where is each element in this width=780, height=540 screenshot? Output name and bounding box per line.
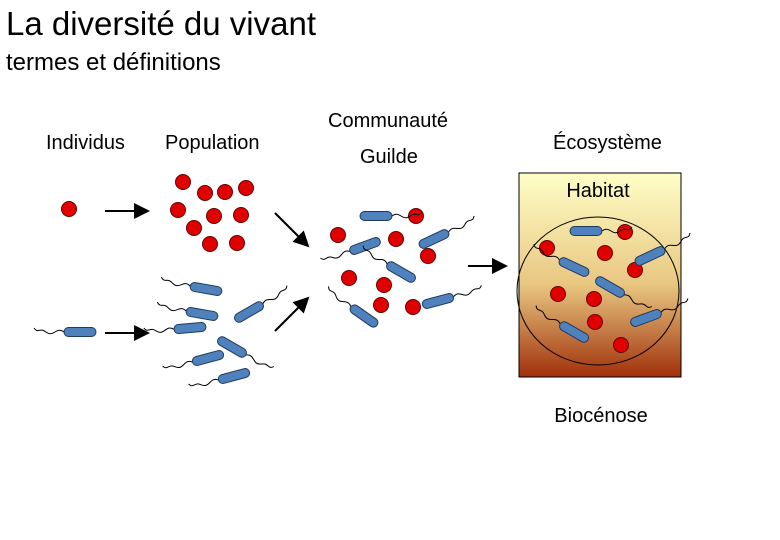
population-bacterium	[160, 276, 223, 296]
population-bacterium	[143, 321, 207, 335]
population-bacterium	[217, 336, 275, 368]
ecosystem-bacterium	[533, 243, 590, 277]
individual-red-cell	[61, 201, 77, 217]
population-red-cell	[202, 236, 218, 252]
individual-bacterium	[33, 327, 97, 337]
population-red-cell	[206, 208, 222, 224]
population-bacterium	[234, 285, 288, 323]
label-population: Population	[165, 132, 260, 154]
population-red-cell	[186, 220, 202, 236]
population-red-cell	[233, 207, 249, 223]
population-red-cell	[217, 184, 233, 200]
arrow-population-communaute-blue	[274, 296, 310, 332]
ecosystem-bacterium	[630, 298, 689, 327]
ecosystem-red-cell	[597, 245, 613, 261]
label-communaute: Communauté	[328, 110, 449, 132]
slide-title: La diversité du vivant	[6, 5, 317, 42]
ecosystem-bacterium	[634, 232, 691, 266]
population-red-cell	[238, 180, 254, 196]
population-bacterium	[156, 301, 219, 321]
community-bacterium	[362, 245, 416, 283]
population-red-cell	[175, 174, 191, 190]
ecosystem-red-cell	[550, 286, 566, 302]
ecosystem-bacterium	[595, 276, 653, 308]
community-bacterium	[320, 237, 381, 260]
population-red-cell	[170, 202, 186, 218]
community-red-cell	[376, 277, 392, 293]
community-red-cell	[408, 208, 424, 224]
community-bacterium	[328, 286, 379, 328]
habitat-box	[518, 172, 682, 378]
ecosystem-bacterium	[569, 226, 633, 236]
population-bacterium	[162, 350, 225, 369]
community-red-cell	[373, 297, 389, 313]
population-red-cell	[229, 235, 245, 251]
community-red-cell	[405, 299, 421, 315]
ecosystem-bacterium	[535, 305, 589, 343]
population-red-cell	[197, 185, 213, 201]
label-ecosysteme: Écosystème	[553, 132, 662, 154]
community-red-cell	[420, 248, 436, 264]
ecosystem-red-cell	[617, 224, 633, 240]
community-red-cell	[341, 270, 357, 286]
ecosystem-red-cell	[587, 314, 603, 330]
biocenose-ellipse	[516, 216, 680, 366]
label-individus: Individus	[46, 132, 125, 154]
ecosystem-red-cell	[586, 291, 602, 307]
ecosystem-red-cell	[613, 337, 629, 353]
community-bacterium	[359, 211, 423, 221]
community-red-cell	[388, 231, 404, 247]
community-red-cell	[330, 227, 346, 243]
label-habitat: Habitat	[566, 180, 630, 202]
label-biocenose: Biocénose	[554, 405, 647, 427]
label-guilde: Guilde	[360, 146, 418, 168]
community-bacterium	[421, 285, 482, 309]
slide-subtitle: termes et définitions	[6, 49, 221, 76]
population-bacterium	[188, 368, 251, 387]
community-bacterium	[418, 215, 475, 249]
arrow-population-communaute-red	[274, 212, 310, 248]
ecosystem-red-cell	[539, 240, 555, 256]
